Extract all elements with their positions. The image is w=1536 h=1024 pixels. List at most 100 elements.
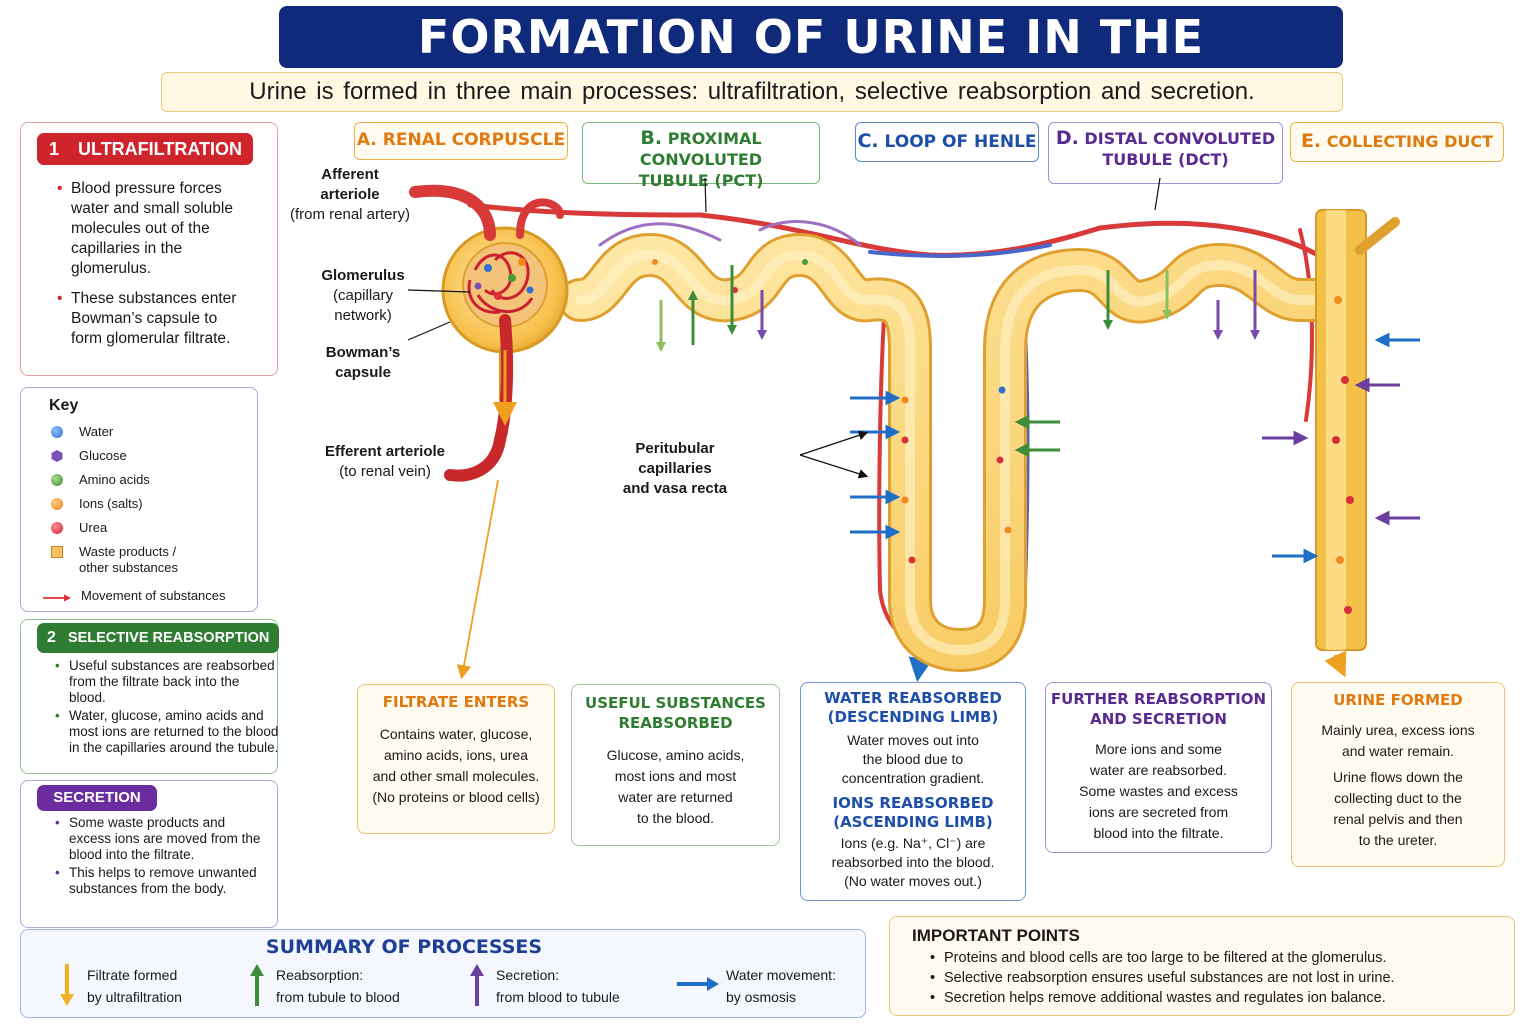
stage-letter: C. bbox=[857, 130, 879, 152]
collecting-duct bbox=[1315, 209, 1400, 678]
further-reabsorption-box: FURTHER REABSORPTION AND SECRETION More … bbox=[1045, 682, 1272, 853]
reabsorption-points: Useful substances are reabsorbed from th… bbox=[55, 658, 279, 756]
box-line: (No water moves out.) bbox=[844, 873, 982, 889]
secretion-point: This helps to remove unwanted substances… bbox=[55, 865, 269, 897]
water-arrows bbox=[850, 332, 1420, 564]
summary-text: from tubule to blood bbox=[276, 989, 400, 1005]
page-subtitle: Urine is formed in three main processes:… bbox=[161, 72, 1343, 112]
key-panel: Key Water Glucose Amino acids Ions (salt… bbox=[20, 387, 258, 612]
key-row-urea: Urea bbox=[51, 520, 107, 535]
box-line: Water moves out into bbox=[847, 732, 979, 748]
label-text: capillaries bbox=[638, 460, 712, 477]
important-point: Selective reabsorption ensures useful su… bbox=[930, 968, 1514, 988]
label-text: (from renal artery) bbox=[289, 206, 411, 223]
stage-b-pct: B. PROXIMAL CONVOLUTED TUBULE (PCT) bbox=[582, 122, 820, 190]
reabsorption-arrows bbox=[656, 265, 1260, 352]
stage-a-renal-corpuscle: A. RENAL CORPUSCLE bbox=[354, 122, 568, 160]
secretion-arrow-icon bbox=[470, 964, 484, 1006]
stage-letter: E. bbox=[1300, 130, 1322, 152]
box-line: ions are secreted from bbox=[1088, 804, 1229, 820]
ultrafiltration-point: Blood pressure forces water and small so… bbox=[57, 179, 251, 279]
box-line: (No proteins or blood cells) bbox=[372, 789, 540, 805]
filtrate-arrow-icon bbox=[60, 964, 74, 1006]
key-row-water: Water bbox=[51, 424, 113, 439]
peritubular-capillaries-label: Peritubular capillaries and vasa recta bbox=[612, 439, 738, 499]
ion-icon bbox=[51, 497, 63, 510]
box-line: and water remain. bbox=[1341, 743, 1455, 759]
summary-panel: SUMMARY OF PROCESSES Filtrate formed by … bbox=[20, 929, 866, 1018]
box-heading: AND SECRETION bbox=[1090, 710, 1227, 728]
box-line: to the ureter. bbox=[1358, 832, 1438, 848]
key-label: Movement of substances bbox=[81, 588, 226, 603]
reabsorption-arrow-icon bbox=[250, 964, 264, 1006]
amino-acid-icon bbox=[51, 473, 63, 486]
box-line: Some wastes and excess bbox=[1079, 783, 1238, 799]
box-line: water are returned bbox=[618, 789, 733, 805]
box-heading: (ASCENDING LIMB) bbox=[833, 813, 993, 831]
stage-label: COLLECTING DUCT bbox=[1326, 132, 1494, 151]
summary-text: Filtrate formed bbox=[87, 967, 178, 983]
summary-item-water: Water movement: by osmosis bbox=[726, 964, 836, 1008]
movement-arrow-icon bbox=[43, 591, 71, 601]
summary-text: by osmosis bbox=[726, 989, 797, 1005]
key-row-glucose: Glucose bbox=[51, 448, 127, 463]
box-line: collecting duct to the bbox=[1334, 790, 1462, 806]
box-heading: IONS REABSORBED bbox=[832, 794, 994, 812]
secretion-point: Some waste products and excess ions are … bbox=[55, 815, 269, 863]
box-heading: FURTHER REABSORPTION bbox=[1050, 690, 1267, 708]
key-row-waste: Waste products / other substances bbox=[51, 544, 209, 576]
label-pointers bbox=[407, 177, 1161, 479]
solute-particles bbox=[474, 258, 1354, 614]
label-text: network) bbox=[334, 307, 392, 324]
box-line: Ions (e.g. Na⁺, Cl⁻) are bbox=[840, 835, 986, 851]
reabsorption-badge: 2 SELECTIVE REABSORPTION bbox=[37, 623, 279, 653]
ultrafiltration-number: 1 bbox=[49, 139, 60, 159]
summary-item-filtrate: Filtrate formed by ultrafiltration bbox=[87, 964, 182, 1008]
box-line: the blood due to bbox=[862, 751, 964, 767]
renal-corpuscle bbox=[409, 184, 569, 680]
stage-c-loop-of-henle: C. LOOP OF HENLE bbox=[855, 122, 1039, 162]
box-heading: URINE FORMED bbox=[1333, 691, 1463, 709]
stage-e-collecting-duct: E. COLLECTING DUCT bbox=[1290, 122, 1504, 162]
secretion-heading: SECRETION bbox=[53, 789, 141, 806]
key-label: Glucose bbox=[79, 448, 127, 463]
stage-label: LOOP OF HENLE bbox=[884, 132, 1037, 152]
box-line: to the blood. bbox=[636, 810, 715, 826]
label-text: Peritubular bbox=[635, 440, 715, 457]
important-points-panel: IMPORTANT POINTS Proteins and blood cell… bbox=[889, 916, 1515, 1016]
secretion-panel: SECRETION Some waste products and excess… bbox=[20, 780, 278, 928]
summary-heading: SUMMARY OF PROCESSES bbox=[265, 936, 543, 958]
box-heading: (DESCENDING LIMB) bbox=[827, 708, 999, 726]
box-line: reabsorbed into the blood. bbox=[831, 854, 995, 870]
box-line: Mainly urea, excess ions bbox=[1321, 722, 1475, 738]
box-line: Contains water, glucose, bbox=[379, 726, 533, 742]
box-heading: FILTRATE ENTERS bbox=[382, 693, 530, 711]
stage-label: DISTAL CONVOLUTED bbox=[1084, 129, 1276, 148]
stage-letter: A. bbox=[356, 130, 377, 150]
ultrafiltration-point: These substances enter Bowman’s capsule … bbox=[57, 289, 251, 349]
glucose-icon bbox=[51, 449, 63, 462]
label-text: and vasa recta bbox=[622, 480, 728, 497]
important-heading: IMPORTANT POINTS bbox=[912, 926, 1080, 945]
box-heading: USEFUL SUBSTANCES bbox=[585, 694, 766, 712]
summary-text: Reabsorption: bbox=[276, 967, 364, 983]
stage-label: TUBULE (DCT) bbox=[1102, 150, 1229, 169]
label-text: arteriole bbox=[320, 186, 380, 203]
label-text: (capillary bbox=[332, 287, 393, 304]
box-line: most ions and most bbox=[614, 768, 737, 784]
summary-item-secretion: Secretion: from blood to tubule bbox=[496, 964, 620, 1008]
box-heading: WATER REABSORBED bbox=[824, 689, 1002, 707]
secretion-badge: SECRETION bbox=[37, 785, 157, 811]
secretion-arrows bbox=[1262, 377, 1420, 526]
water-ions-box: WATER REABSORBED (DESCENDING LIMB) Water… bbox=[800, 682, 1026, 901]
box-heading: REABSORBED bbox=[618, 714, 733, 732]
important-point: Proteins and blood cells are too large t… bbox=[930, 948, 1514, 968]
box-line: Urine flows down the bbox=[1333, 769, 1463, 785]
glomerulus-label: Glomerulus (capillary network) bbox=[310, 266, 416, 326]
ultrafiltration-panel: 1 ULTRAFILTRATION Blood pressure forces … bbox=[20, 122, 278, 376]
label-text: Efferent arteriole bbox=[324, 443, 446, 460]
box-line: and other small molecules. bbox=[372, 768, 540, 784]
ultrafiltration-heading: ULTRAFILTRATION bbox=[78, 139, 242, 159]
summary-text: from blood to tubule bbox=[496, 989, 620, 1005]
label-text: capsule bbox=[335, 364, 391, 381]
